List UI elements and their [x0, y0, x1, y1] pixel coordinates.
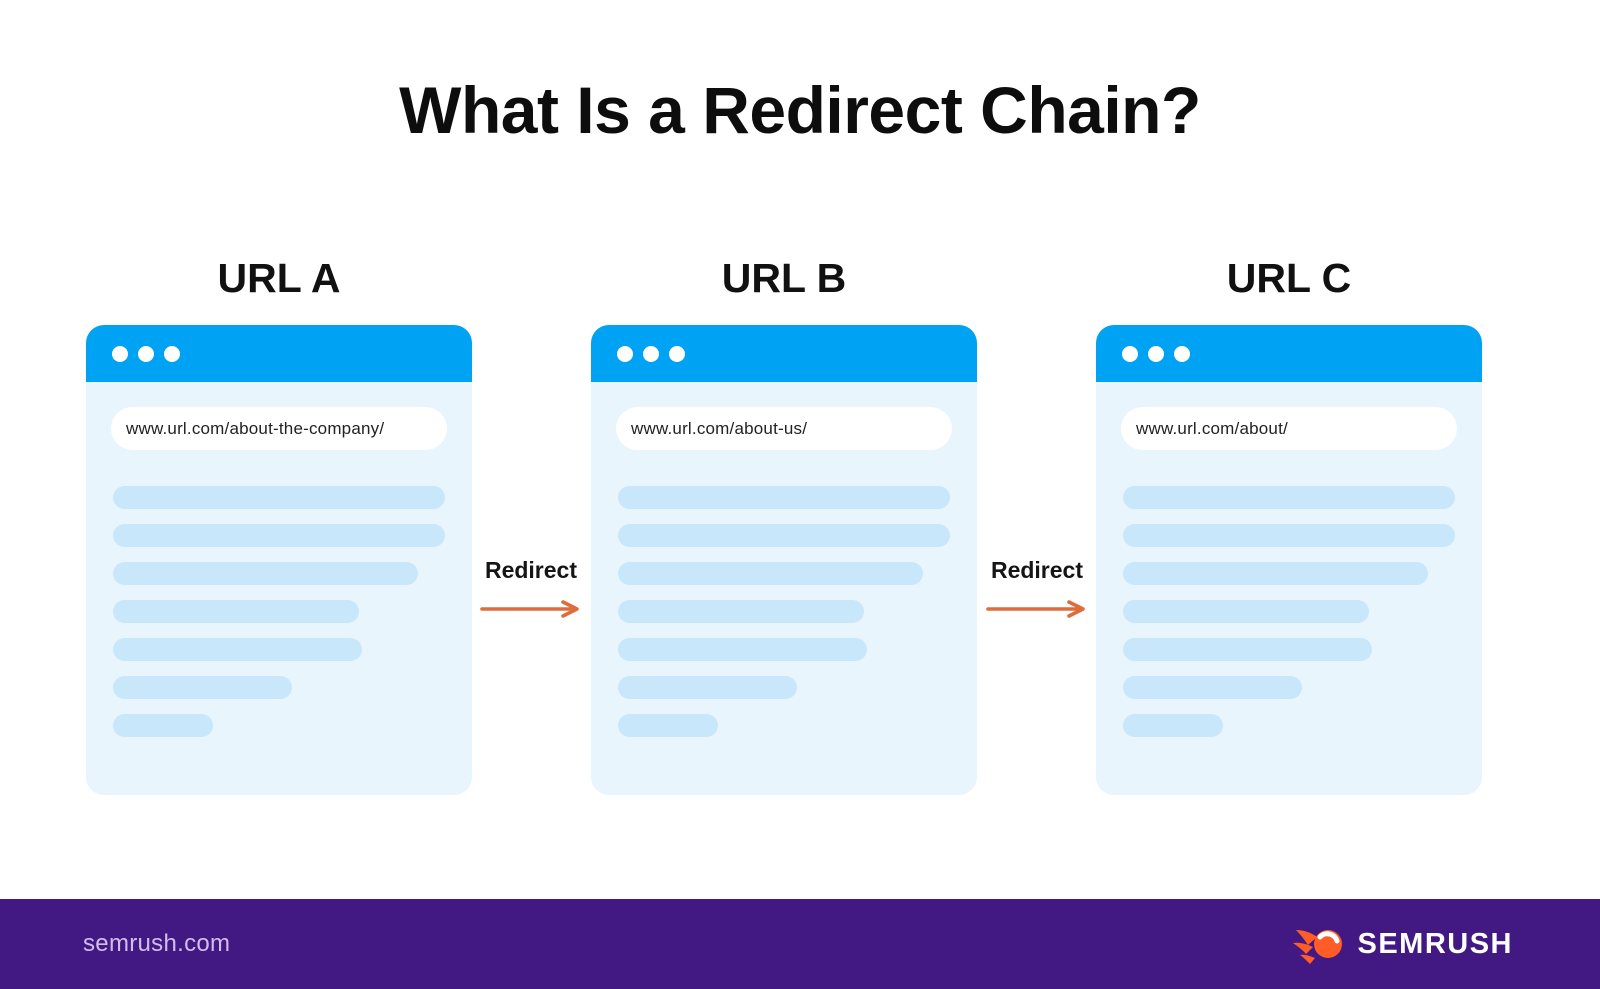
browser-titlebar	[1096, 325, 1482, 382]
skeleton-text-line	[618, 638, 867, 661]
window-dot-icon	[1122, 345, 1138, 362]
skeleton-text-line	[618, 676, 798, 699]
skeleton-text-line	[113, 638, 362, 661]
window-dot-icon	[164, 345, 180, 362]
window-dot-icon	[138, 345, 154, 362]
browser-content-area: www.url.com/about-the-company/	[86, 382, 472, 795]
skeleton-text-line	[1123, 600, 1369, 623]
url-text: www.url.com/about/	[1136, 418, 1288, 438]
right-arrow-icon	[480, 600, 579, 618]
address-bar: www.url.com/about/	[1121, 407, 1457, 450]
skeleton-text-line	[113, 562, 419, 585]
browser-group-b: URL B www.url.com/about-us/	[591, 254, 977, 795]
skeleton-text-line	[113, 714, 213, 737]
skeleton-content	[1123, 486, 1455, 752]
skeleton-text-line	[113, 486, 445, 509]
skeleton-text-line	[618, 486, 950, 509]
skeleton-text-line	[618, 562, 924, 585]
page-title: What Is a Redirect Chain?	[399, 73, 1201, 147]
window-dot-icon	[1174, 345, 1190, 362]
right-arrow-icon	[986, 600, 1085, 618]
browser-window-c: www.url.com/about/	[1096, 325, 1482, 795]
address-bar: www.url.com/about-the-company/	[111, 407, 447, 450]
browser-window-a: www.url.com/about-the-company/	[86, 325, 472, 795]
skeleton-text-line	[1123, 714, 1223, 737]
skeleton-text-line	[1123, 524, 1455, 547]
browser-titlebar	[86, 325, 472, 382]
skeleton-content	[113, 486, 445, 752]
url-text: www.url.com/about-the-company/	[126, 418, 385, 438]
window-dot-icon	[643, 345, 659, 362]
url-b-label: URL B	[721, 255, 847, 301]
url-text: www.url.com/about-us/	[631, 418, 808, 438]
browser-group-a: URL A www.url.com/about-the-company/	[86, 254, 472, 795]
footer-site-url: semrush.com	[83, 930, 231, 957]
skeleton-text-line	[618, 714, 718, 737]
window-dot-icon	[669, 345, 685, 362]
semrush-logo: SEMRUSH	[1293, 923, 1513, 965]
window-dot-icon	[112, 345, 128, 362]
skeleton-text-line	[1123, 562, 1429, 585]
footer-bar: semrush.com SEMRUSH	[0, 899, 1600, 989]
skeleton-text-line	[113, 524, 445, 547]
skeleton-text-line	[1123, 486, 1455, 509]
browser-content-area: www.url.com/about/	[1096, 382, 1482, 795]
browser-group-c: URL C www.url.com/about/	[1096, 254, 1482, 795]
redirect-connector-2: Redirect	[977, 557, 1097, 619]
skeleton-text-line	[1123, 638, 1372, 661]
browser-content-area: www.url.com/about-us/	[591, 382, 977, 795]
semrush-fireball-icon	[1293, 930, 1343, 964]
skeleton-text-line	[113, 600, 359, 623]
url-a-label: URL A	[217, 255, 341, 301]
browser-titlebar	[591, 325, 977, 382]
window-dot-icon	[1148, 345, 1164, 362]
address-bar: www.url.com/about-us/	[616, 407, 952, 450]
semrush-wordmark: SEMRUSH	[1357, 927, 1513, 960]
redirect-connector-1: Redirect	[471, 557, 591, 619]
redirect-label: Redirect	[484, 557, 578, 583]
skeleton-content	[618, 486, 950, 752]
skeleton-text-line	[113, 676, 293, 699]
skeleton-text-line	[618, 524, 950, 547]
window-dot-icon	[617, 345, 633, 362]
url-c-label: URL C	[1226, 255, 1352, 301]
browser-window-b: www.url.com/about-us/	[591, 325, 977, 795]
skeleton-text-line	[618, 600, 864, 623]
skeleton-text-line	[1123, 676, 1303, 699]
redirect-label: Redirect	[990, 557, 1084, 583]
